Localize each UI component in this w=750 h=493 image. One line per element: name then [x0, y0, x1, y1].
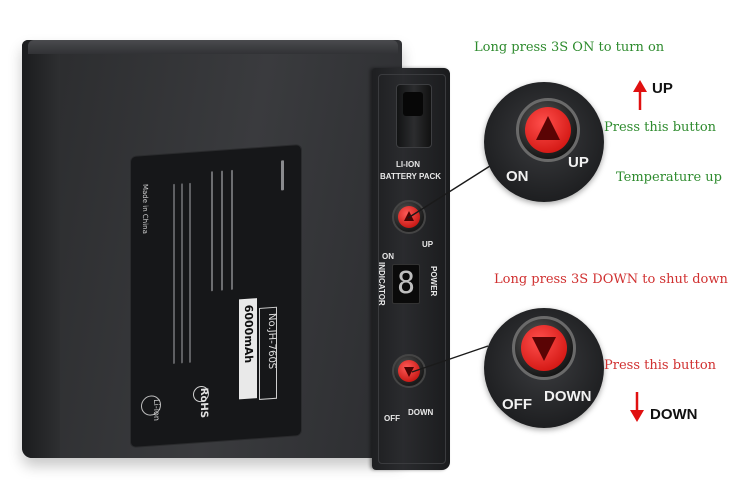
arrow-up-icon: [633, 80, 647, 110]
arrow-down-icon: [630, 392, 644, 422]
face-up-label: UP: [422, 240, 434, 249]
triangle-down-icon: [404, 367, 414, 377]
note-long-press-on: Long press 3S ON to turn on: [474, 40, 665, 55]
triangle-up-icon: [404, 211, 414, 221]
indicator-display: 8: [392, 264, 420, 304]
zoom-off-text: OFF: [502, 396, 532, 413]
zoom-down-text: DOWN: [544, 388, 592, 405]
face-title-line1: LI-ION: [396, 160, 420, 169]
down-button-cap[interactable]: [398, 360, 420, 382]
battery-top-edge: [28, 40, 398, 54]
up-direction-label: UP: [652, 80, 673, 97]
battery-side-edge: [22, 40, 60, 458]
note-press-button-top: Press this button: [604, 120, 717, 135]
face-down-label: DOWN: [408, 408, 434, 417]
zoom-down-button: [512, 316, 576, 380]
face-on-label: ON: [382, 252, 394, 261]
triangle-down-icon: [532, 337, 556, 361]
down-direction-label: DOWN: [650, 406, 698, 423]
face-off-label: OFF: [384, 414, 400, 423]
zoom-on-text: ON: [506, 168, 529, 185]
zoom-up-button-cap: [525, 107, 571, 153]
note-long-press-down: Long press 3S DOWN to shut down: [494, 272, 728, 287]
zoom-up-button: [516, 98, 580, 162]
zoom-down-button-cap: [521, 325, 567, 371]
note-temperature-up: Temperature up: [616, 170, 722, 185]
zoom-callout-up: ON UP: [484, 82, 604, 202]
zoom-callout-down: OFF DOWN: [484, 308, 604, 428]
battery-face-rim: [378, 74, 446, 464]
face-title-line2: BATTERY PACK: [380, 172, 442, 181]
zoom-up-text: UP: [568, 154, 589, 171]
callout-line-bottom: [411, 345, 489, 373]
triangle-up-icon: [536, 116, 560, 140]
dc-port-socket: [403, 92, 423, 116]
down-power-button[interactable]: [392, 354, 426, 388]
callout-line-top: [407, 165, 491, 219]
note-press-button-bottom: Press this button: [604, 358, 717, 373]
battery-pack: 6000mAh No.JH-760S RoHS Li-ion Made in C…: [22, 40, 450, 470]
